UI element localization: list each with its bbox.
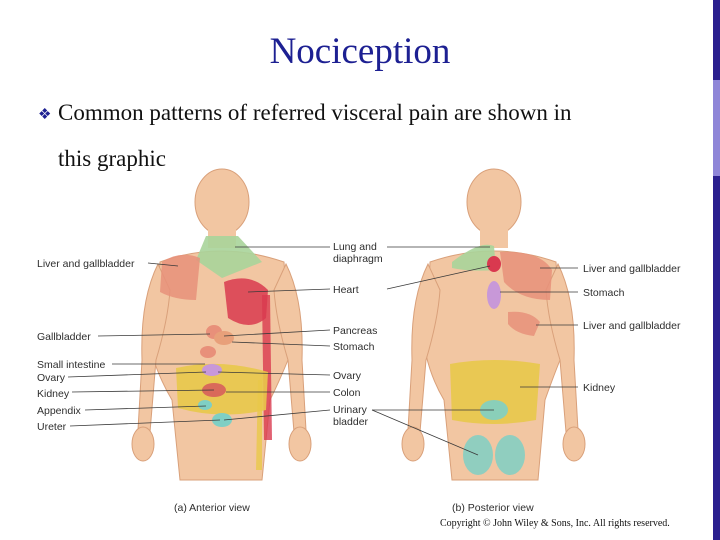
label-liver-gallbladder-posterior-1: Liver and gallbladder [583,263,681,275]
label-stomach-posterior: Stomach [583,287,625,299]
label-heart: Heart [333,284,359,296]
label-gallbladder: Gallbladder [37,331,91,343]
label-lung-and: Lung and [333,241,377,253]
label-pancreas: Pancreas [333,325,377,337]
label-colon: Colon [333,387,361,399]
label-stomach-anterior: Stomach [333,341,375,353]
label-liver-gallbladder-anterior: Liver and gallbladder [37,258,135,270]
anterior-view-caption: (a) Anterior view [174,502,250,514]
left-labels: Liver and gallbladder Gallbladder Small … [37,258,135,433]
anterior-body [132,169,311,480]
label-kidney-left: Kidney [37,388,70,400]
label-bladder: bladder [333,416,369,428]
label-appendix: Appendix [37,405,82,417]
right-labels: Liver and gallbladder Stomach Liver and … [583,263,681,394]
label-kidney-right: Kidney [583,382,616,394]
posterior-view-caption: (b) Posterior view [452,502,534,514]
label-ovary-left: Ovary [37,372,66,384]
copyright-notice: Copyright © John Wiley & Sons, Inc. All … [440,518,670,529]
center-labels: Lung and diaphragm Heart Pancreas Stomac… [333,241,383,428]
label-liver-gallbladder-posterior-2: Liver and gallbladder [583,320,681,332]
posterior-body [402,169,585,480]
label-diaphragm: diaphragm [333,253,383,265]
label-urinary: Urinary [333,404,368,416]
label-small-intestine: Small intestine [37,359,105,371]
label-ovary-center: Ovary [333,370,362,382]
label-ureter: Ureter [37,421,67,433]
